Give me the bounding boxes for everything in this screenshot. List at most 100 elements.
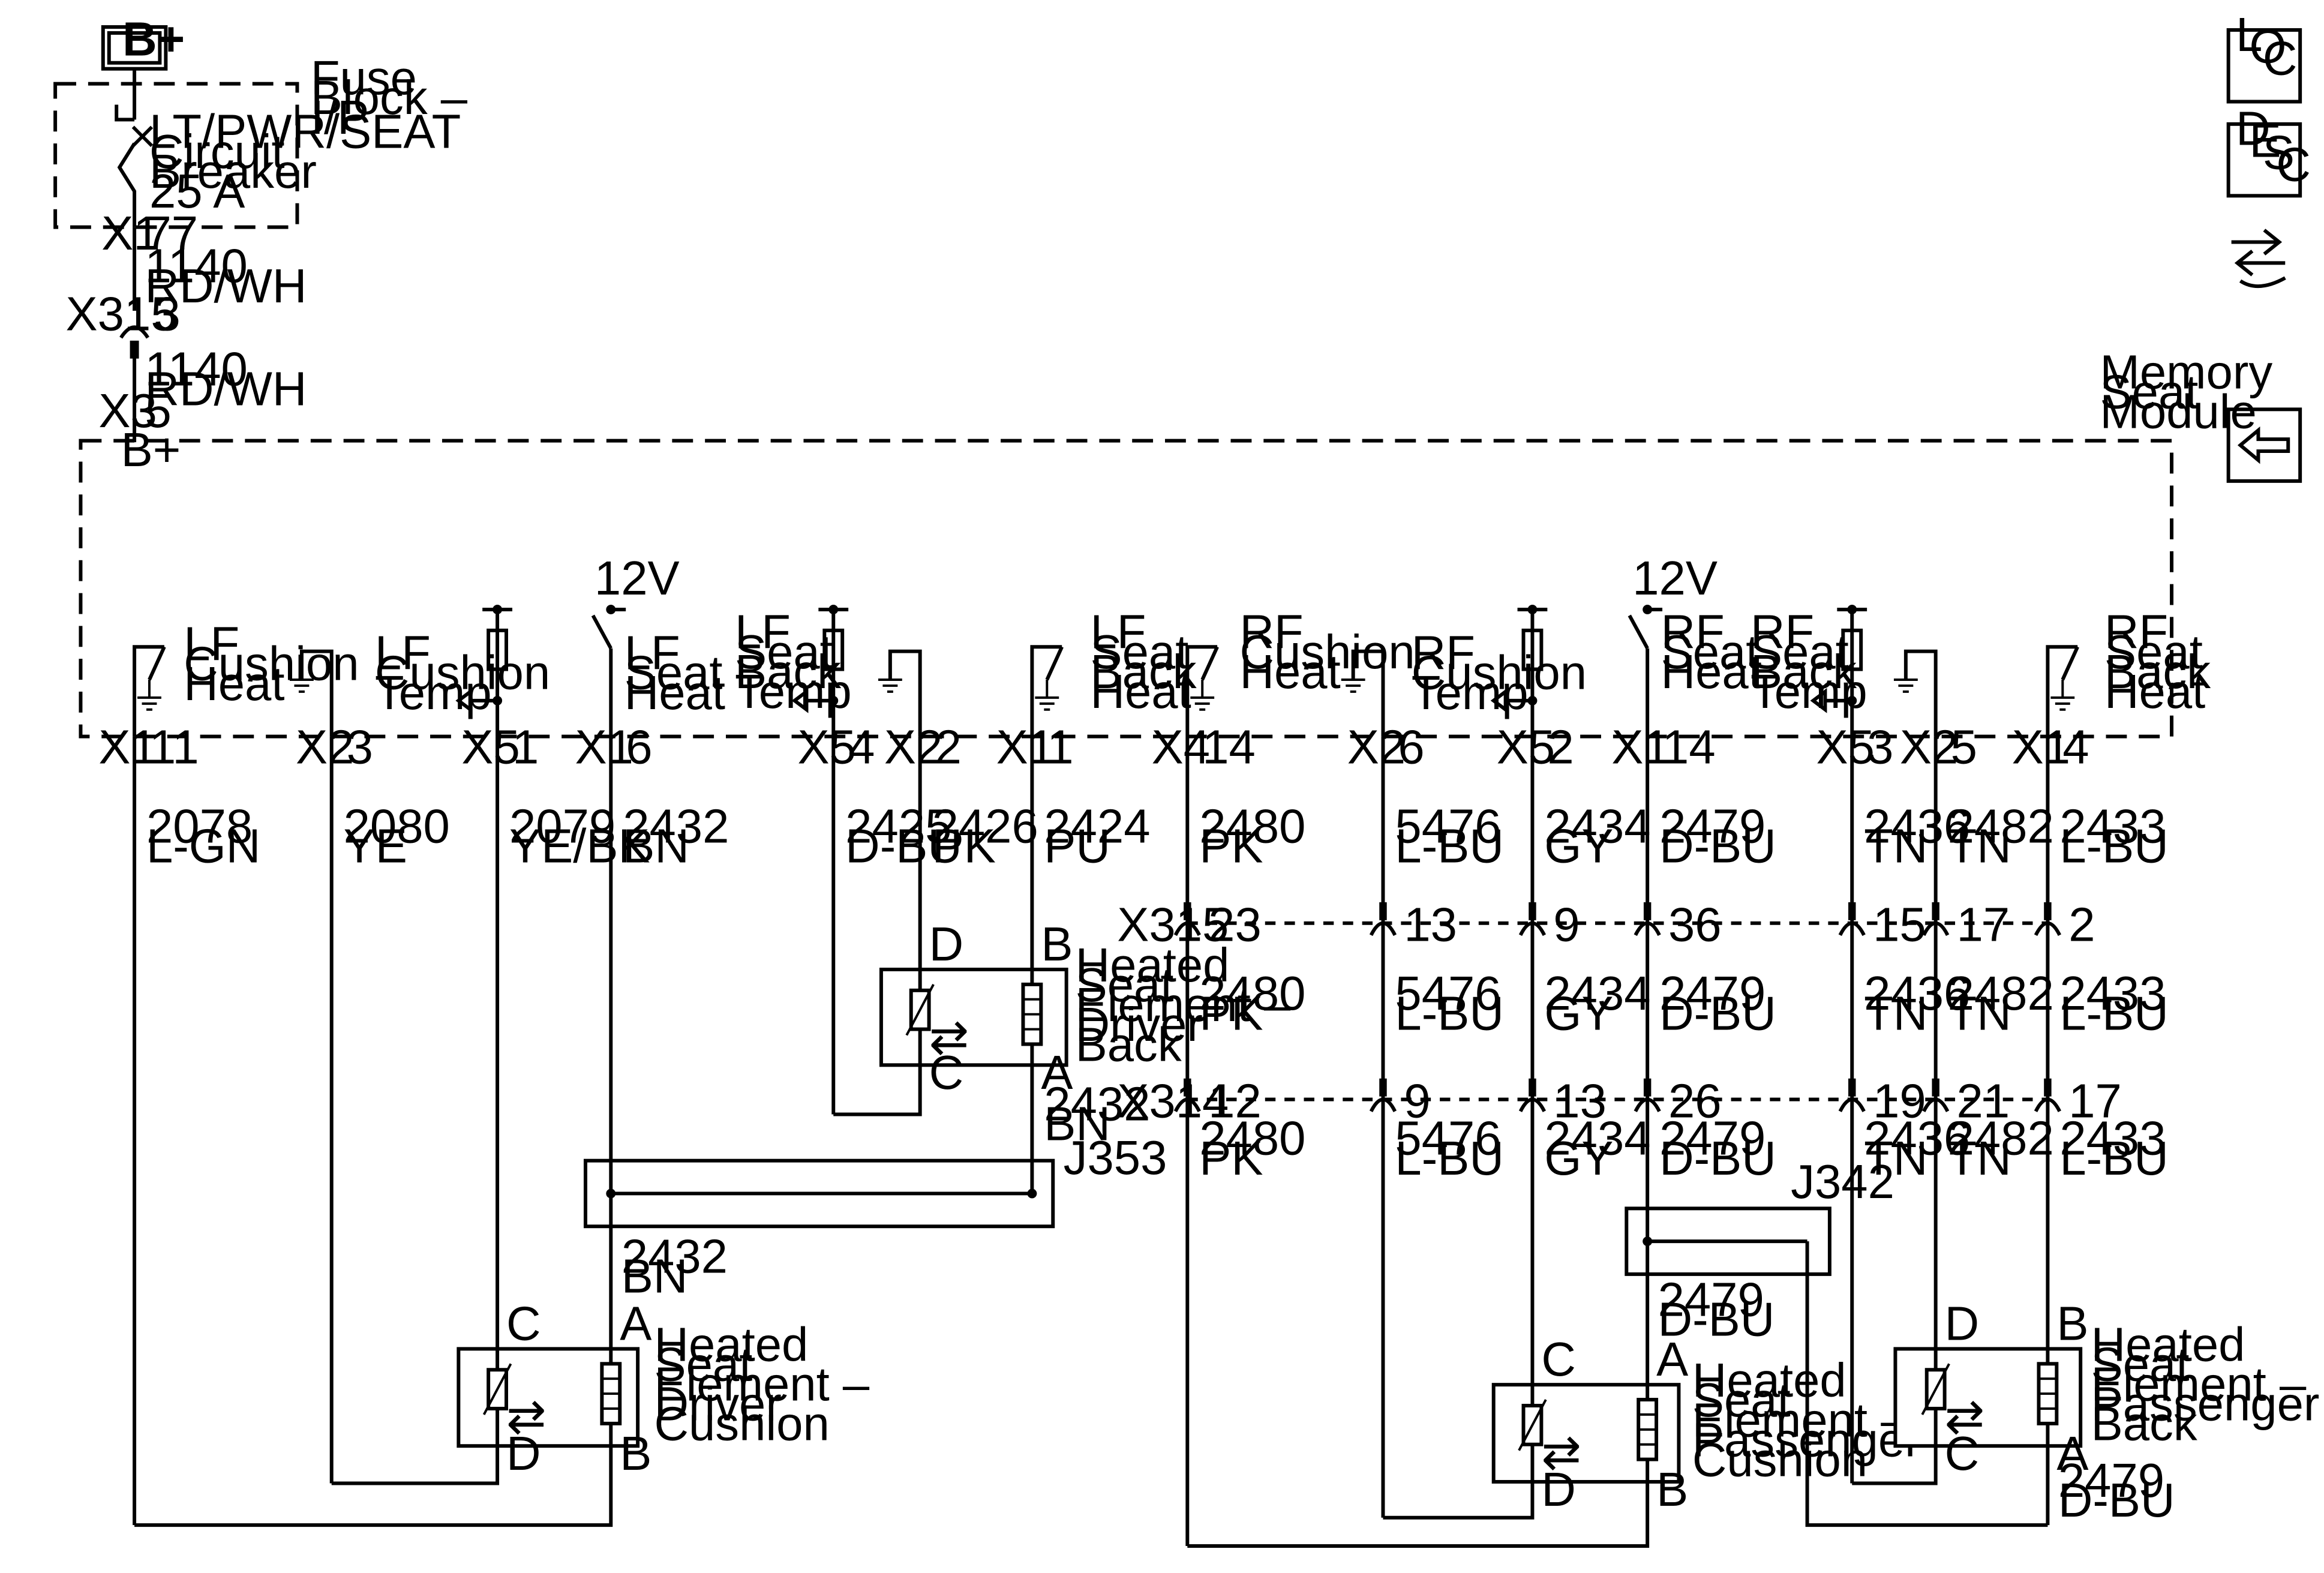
heated-seat-driver-back-label: Seat: [1076, 958, 1174, 1011]
heated-seat-driver-back-label: Element –: [1076, 978, 1291, 1031]
breaker-label: Breaker: [149, 145, 317, 198]
module-pin-connector: X1: [575, 720, 633, 773]
x314-row-pin: 21: [1957, 1074, 2010, 1127]
module-title: Module: [2100, 385, 2257, 439]
heated-seat-passenger-cushion-thermistor-arrows: ⇄: [1541, 1425, 1581, 1479]
x315-wire-label: 2433: [2059, 966, 2166, 1020]
wire-label: RD/WH: [145, 259, 307, 313]
x314-wire-label: TN: [1864, 1131, 1927, 1185]
wire-label: 2432: [1044, 1077, 1150, 1130]
lf-seat-heat-switch-contact: [591, 614, 612, 650]
fuse-block-title: I/P: [311, 91, 369, 144]
x315-row-pin: 23: [1208, 898, 1262, 951]
heated-seat-passenger-cushion-label: Element –: [1692, 1393, 1908, 1446]
heated-seat-passenger-cushion-pin: B: [1656, 1463, 1688, 1516]
wire-label: 2479: [2058, 1454, 2164, 1507]
module-pin-wire-label: L-BU: [2059, 819, 2168, 872]
heated-seat-driver-back-thermistor-slash: [905, 983, 935, 1036]
heated-seat-passenger-back-thermistor-arrows: ⇄: [1945, 1389, 1985, 1443]
module-pin-wire-label: 2480: [1199, 799, 1305, 852]
heated-seat-driver-cushion-thermistor-slash: [482, 1363, 512, 1415]
function-label: Seat: [1090, 625, 1188, 679]
module-pin-wire-label: 2425: [845, 799, 951, 852]
module-pin-wire-label: YE/BK: [509, 819, 650, 872]
module-pin-number: 2: [1547, 720, 1574, 773]
module-pin-wire-label: PK: [932, 819, 996, 872]
wire-2080-return: [331, 1446, 500, 1485]
memory-seat-module-outline: [79, 439, 2174, 739]
module-pin-wire-label: 2436: [1864, 799, 1970, 852]
function-label: LF: [375, 626, 431, 680]
pin-marker: [130, 340, 139, 359]
module-pin-wire-label: PU: [1044, 819, 1110, 872]
function-label: Heat: [1661, 645, 1762, 698]
wire-label: 1140: [145, 239, 248, 293]
x314-wire-label: 2434: [1544, 1112, 1650, 1165]
x315-wire-label: 2436: [1864, 966, 1970, 1020]
breaker-label: Circuit: [149, 125, 285, 178]
lf-back-ground-lead: [888, 649, 922, 737]
x314-row-connector: X314: [1117, 1074, 1229, 1127]
x314-wire-label: PK: [1199, 1131, 1263, 1185]
x314-wire-label: 5476: [1395, 1112, 1501, 1165]
j342-splice: [1625, 1206, 1831, 1276]
module-pin-number: 5: [1951, 720, 1977, 773]
desc-icon-letter: E: [2250, 114, 2281, 167]
x314-wire-label: TN: [1948, 1131, 2011, 1185]
x315-row-pin: 13: [1404, 898, 1457, 951]
heated-seat-driver-cushion-pin: D: [506, 1427, 541, 1480]
x315-wire-label: 2482: [1948, 966, 2054, 1020]
lf-back-temp-sensor-arrow: [791, 688, 809, 713]
module-pin-number: 3: [347, 720, 373, 773]
fuse-connector: X1: [101, 206, 160, 260]
x315-row-connector: X315: [1117, 898, 1229, 951]
x315-top-pin: 3: [154, 287, 180, 340]
heated-seat-driver-back-pin: B: [1041, 917, 1073, 971]
function-label: RF: [1750, 605, 1814, 659]
module-pin-wire-label: 2434: [1544, 799, 1650, 852]
j353-label: J353: [1064, 1131, 1167, 1184]
module-pin-wire-label: 2080: [344, 799, 450, 852]
power-source-label: B+: [122, 12, 185, 65]
function-label: Heat: [2104, 665, 2205, 718]
x314-wire-label: L-BU: [1395, 1131, 1503, 1185]
x314-row-pin: 26: [1668, 1074, 1722, 1127]
module-pin-connector: X5: [798, 720, 856, 773]
lf-cushion-temp-ground-lead: [299, 649, 334, 737]
module-pin-wire-label: 2426: [932, 799, 1038, 852]
function-label: Seat: [1661, 625, 1759, 679]
lf-back-heat-switch-lead: [1030, 645, 1062, 737]
heated-seat-passenger-cushion-label: Cushion: [1692, 1433, 1867, 1487]
wire-label: 2432: [621, 1229, 728, 1283]
module-pin-connector: X1: [2012, 720, 2070, 773]
j342-label: J342: [1791, 1155, 1894, 1208]
x315-wire-label: GY: [1544, 986, 1613, 1040]
heated-seat-driver-back-label: Back: [1076, 1017, 1182, 1071]
heated-seat-passenger-cushion-pin: A: [1656, 1332, 1688, 1386]
heated-seat-passenger-back-pin: D: [1945, 1296, 1980, 1350]
rf-seat-heat-switch-contact: [1628, 614, 1649, 650]
j342-dot: [1643, 1236, 1653, 1247]
fuse-pin: 77: [145, 206, 199, 260]
j353-dot-right: [1027, 1188, 1037, 1199]
heated-seat-passenger-back-pin: A: [2056, 1427, 2088, 1480]
function-label: Seat: [1750, 625, 1849, 679]
rf-cushion-temp-sensor-arrow: [1490, 688, 1508, 713]
module-pin-wire-label: 2433: [2059, 799, 2166, 852]
heated-seat-driver-back-label: Driver: [1076, 998, 1203, 1051]
module-pin-number: 14: [1662, 720, 1716, 773]
module-power-connector: X3: [98, 384, 157, 437]
lf-cushion-temp-sensor-arrow: [455, 688, 473, 713]
supply-12v-right: 12V: [1632, 551, 1718, 605]
wire-2480-return: [1187, 1483, 1650, 1548]
x315-row-pin: 17: [1957, 898, 2010, 951]
function-label: Temp: [375, 666, 492, 719]
module-pin-wire-label: YE: [344, 819, 407, 872]
wire-5476-return: [1383, 1483, 1535, 1520]
rf-cushion-temp-sensor-resistor: [1521, 628, 1544, 671]
heated-seat-driver-back-pin: C: [929, 1046, 964, 1099]
power-source-inner: [107, 31, 162, 65]
heated-seat-passenger-back-pin: C: [1945, 1427, 1980, 1480]
j353-dot-left: [606, 1188, 616, 1199]
x315-wire-label: L-BU: [1395, 986, 1503, 1040]
